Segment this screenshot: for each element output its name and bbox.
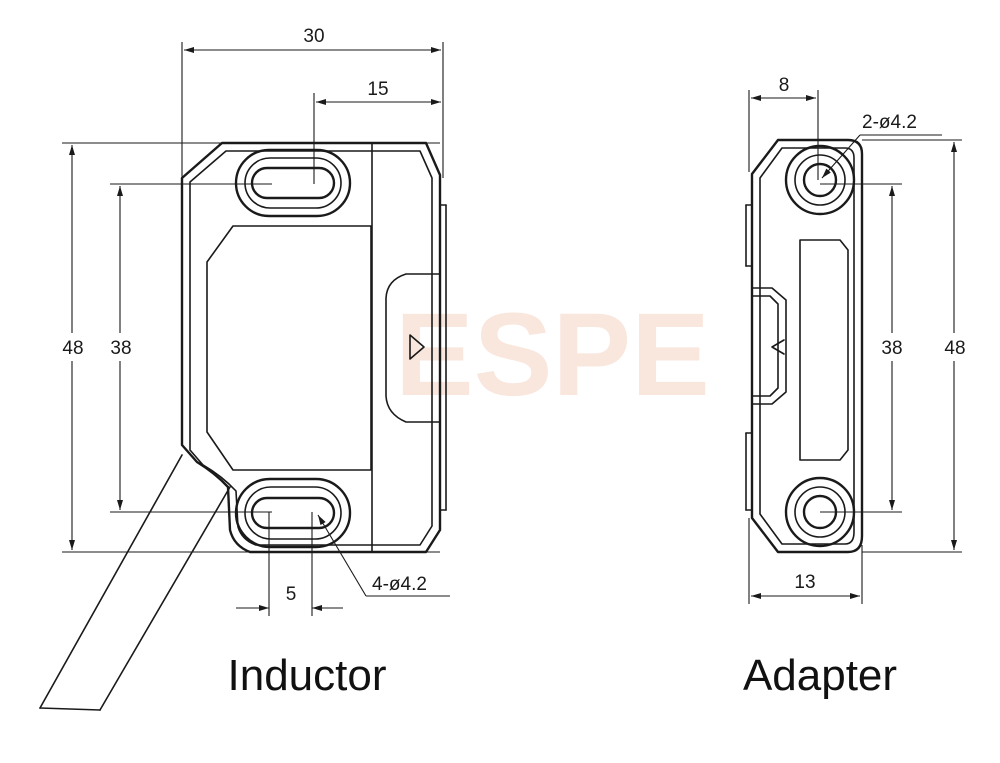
adapter-dim-label-hole-pitch: 38 bbox=[881, 338, 902, 359]
inductor-cable-edge bbox=[99, 486, 231, 711]
adapter-dim-label-holes: 2-ø4.2 bbox=[862, 112, 917, 133]
triangle-right-icon bbox=[409, 334, 425, 360]
triangle-left-icon bbox=[771, 339, 785, 355]
adapter-window bbox=[799, 239, 849, 461]
dim-label-height: 48 bbox=[62, 338, 83, 359]
inductor-side-tab bbox=[385, 273, 441, 423]
inductor-slot-bottom-mid bbox=[244, 486, 342, 540]
inductor-body-outline bbox=[180, 141, 442, 554]
dim-label-bg bbox=[60, 333, 86, 361]
adapter-caption: Adapter bbox=[743, 651, 897, 700]
dim-label-hole-pitch: 38 bbox=[110, 338, 131, 359]
inductor-drawing: 30 15 48 38 5 4-ø4.2 Inductor bbox=[39, 26, 450, 711]
inductor-slot-top bbox=[250, 166, 336, 200]
inductor-cable-end bbox=[39, 707, 101, 711]
dim-label-width: 30 bbox=[303, 26, 324, 47]
adapter-side-notch-inner bbox=[751, 295, 779, 397]
leader-line-holes bbox=[821, 134, 861, 179]
inductor-slot-bottom-outer bbox=[234, 477, 352, 549]
dim-label-bg bbox=[877, 333, 907, 361]
inductor-cable-edge bbox=[39, 454, 183, 709]
adapter-hole-top bbox=[802, 162, 838, 198]
adapter-body-inner-outline bbox=[759, 147, 855, 545]
dim-label-holes: 4-ø4.2 bbox=[372, 574, 427, 595]
inductor-window bbox=[206, 225, 372, 471]
dim-label-bg bbox=[106, 333, 134, 361]
leader-line-holes bbox=[317, 514, 367, 597]
dim-label-bg bbox=[939, 333, 969, 361]
inductor-slot-top-mid bbox=[244, 157, 342, 209]
dim-label-slot: 5 bbox=[286, 584, 297, 605]
adapter-dim-label-height: 48 bbox=[944, 338, 965, 359]
adapter-dim-label-hole-offset: 8 bbox=[779, 75, 790, 96]
adapter-hole-top-mid bbox=[794, 154, 846, 206]
adapter-drawing: 8 2-ø4.2 38 48 13 Adapter bbox=[743, 75, 969, 700]
inductor-slot-bottom bbox=[250, 496, 336, 530]
adapter-dim-label-width: 13 bbox=[794, 572, 815, 593]
watermark-logo: ESPE bbox=[395, 289, 710, 421]
dim-label-hole-offset: 15 bbox=[367, 79, 388, 100]
inductor-caption: Inductor bbox=[228, 651, 387, 700]
adapter-hole-top-outer bbox=[784, 144, 856, 216]
inductor-slot-top-outer bbox=[234, 148, 352, 218]
adapter-side-notch bbox=[751, 287, 787, 405]
